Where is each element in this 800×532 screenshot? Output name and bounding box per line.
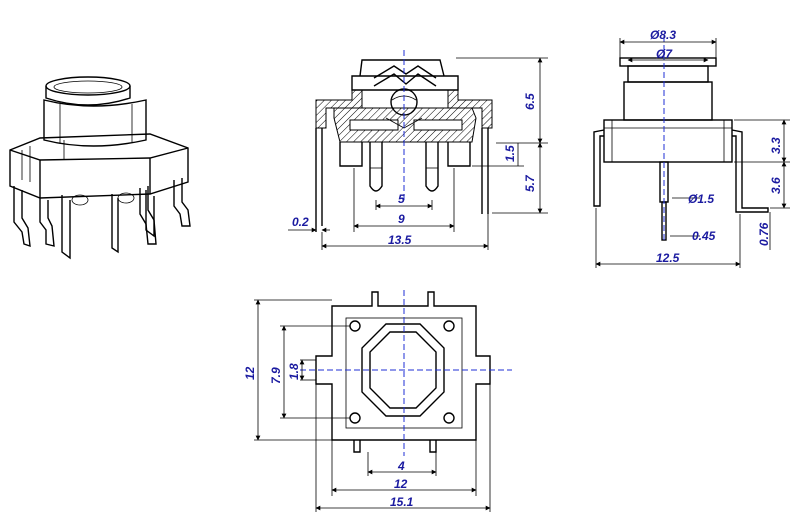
dim-pin-offset: 1.5 xyxy=(503,145,517,162)
dim-plate: 0.2 xyxy=(292,215,309,229)
dim-lead-h: 3.6 xyxy=(769,177,783,194)
isometric-view xyxy=(9,76,191,260)
dim-body-h: 3.3 xyxy=(769,137,783,154)
top-view: 12 7.9 1.8 4 12 15.1 xyxy=(243,290,512,512)
dim-pin-d: Ø1.5 xyxy=(688,192,714,206)
dim-hole-pitch: 7.9 xyxy=(269,367,283,384)
dim-top-pin-pitch: 4 xyxy=(397,459,405,473)
dim-height-bottom: 5.7 xyxy=(523,174,537,192)
dim-body-width: 13.5 xyxy=(388,233,412,247)
dim-cap-inner: Ø7 xyxy=(656,47,673,61)
dim-cap-outer: Ø8.3 xyxy=(650,28,676,42)
front-section-view: 6.5 5.7 1.5 5 9 0.2 13.5 xyxy=(288,50,548,250)
dim-lead-t: 0.76 xyxy=(757,222,771,246)
dim-slot: 1.8 xyxy=(287,363,301,380)
dim-top-height: 12 xyxy=(243,366,257,380)
dim-height-top: 6.5 xyxy=(523,93,537,110)
dim-outer-width: 15.1 xyxy=(390,495,414,509)
dim-pin-span: 9 xyxy=(398,212,405,226)
dim-width: 12.5 xyxy=(656,251,680,265)
side-view: Ø8.3 Ø7 3.3 3.6 0.76 Ø1.5 0.45 12.5 xyxy=(593,28,790,268)
dim-inner-width: 12 xyxy=(394,477,408,491)
dim-pin-w: 0.45 xyxy=(692,229,716,243)
dim-pin-pitch: 5 xyxy=(398,192,405,206)
